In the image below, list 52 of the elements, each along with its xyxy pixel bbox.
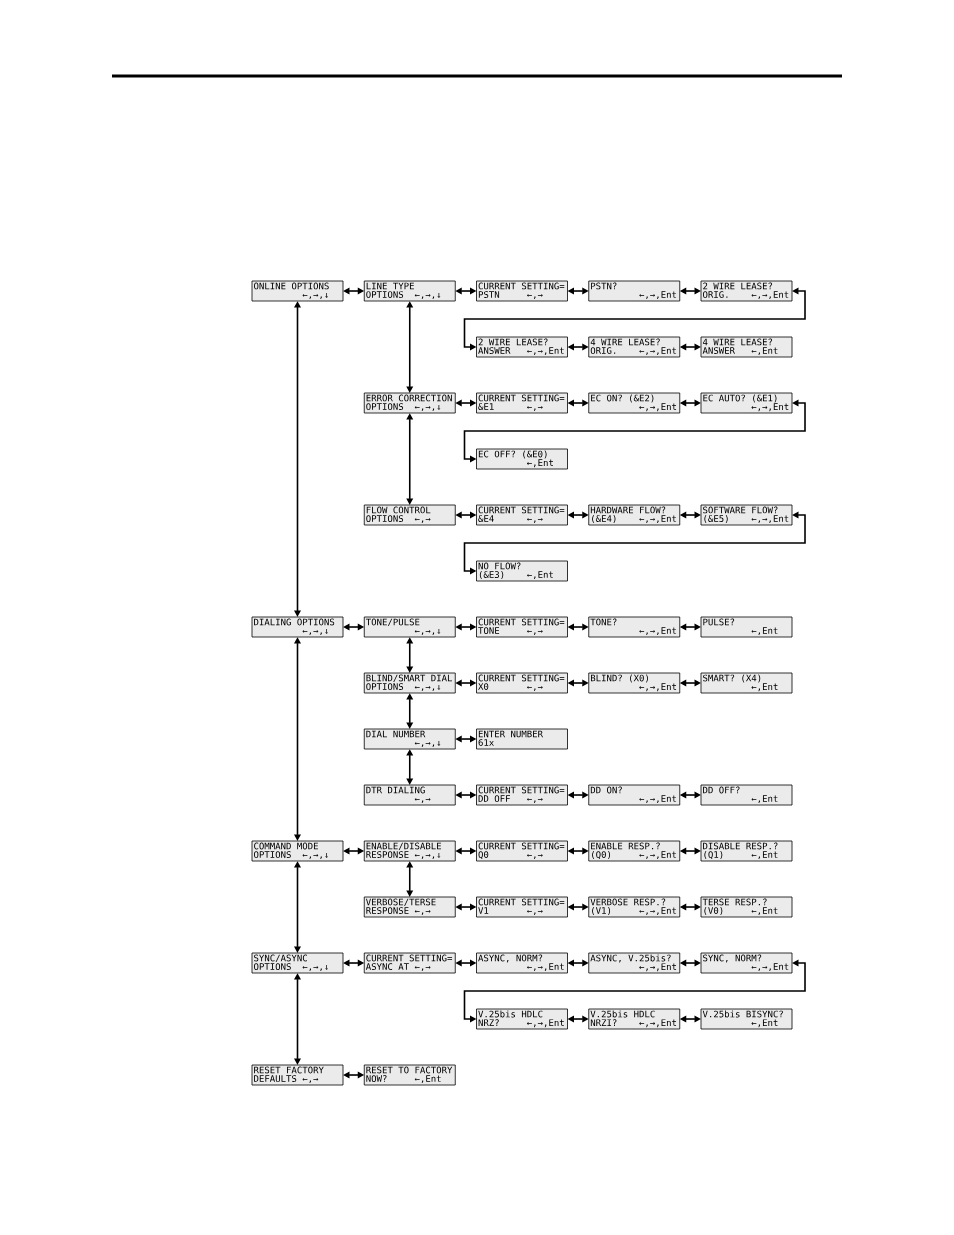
lcd-display: ASYNC, V.25bis? ←,→,Ent [588, 952, 681, 974]
lcd-display: 2 WIRE LEASE? ORIG. ←,→,Ent [700, 280, 793, 302]
lcd-display: CURRENT SETTING= ASYNC AT ←,→ [363, 952, 456, 974]
lcd-display: CURRENT SETTING= TONE ←,→ [476, 616, 568, 638]
lcd-display: PSTN? ←,→,Ent [588, 280, 681, 302]
lcd-display: CURRENT SETTING= &E1 ←,→ [476, 392, 568, 414]
lcd-display: DISABLE RESP.? (Q1) ←,Ent [700, 840, 793, 862]
lcd-display: RESET FACTORY DEFAULTS ←,→ [251, 1064, 344, 1086]
lcd-display: EC OFF? (&E0) ←,Ent [476, 448, 568, 470]
lcd-display: V.25bis HDLC NRZI? ←,→,Ent [588, 1008, 681, 1030]
lcd-display: VERBOSE/TERSE RESPONSE ←,→ [363, 896, 456, 918]
lcd-display: COMMAND MODE OPTIONS ←,→,↓ [251, 840, 344, 862]
lcd-display: ENTER NUMBER 61x [476, 728, 568, 750]
lcd-display: NO FLOW? (&E3) ←,Ent [476, 560, 568, 582]
lcd-display: V.25bis HDLC NRZ? ←,→,Ent [476, 1008, 568, 1030]
lcd-display: TONE? ←,→,Ent [588, 616, 681, 638]
lcd-display: ENABLE/DISABLE RESPONSE ←,→,↓ [363, 840, 456, 862]
lcd-display: 2 WIRE LEASE? ANSWER ←,→,Ent [476, 336, 568, 358]
lcd-display: ASYNC, NORM? ←,→,Ent [476, 952, 568, 974]
lcd-display: EC ON? (&E2) ←,→,Ent [588, 392, 681, 414]
lcd-display: SOFTWARE FLOW? (&E5) ←,→,Ent [700, 504, 793, 526]
lcd-display: PULSE? ←,Ent [700, 616, 793, 638]
lcd-display: ERROR CORRECTION OPTIONS ←,→,↓ [363, 392, 456, 414]
lcd-display: SMART? (X4) ←,Ent [700, 672, 793, 694]
lcd-display: CURRENT SETTING= X0 ←,→ [476, 672, 568, 694]
lcd-display: 4 WIRE LEASE? ANSWER ←,Ent [700, 336, 793, 358]
lcd-display: DIALING OPTIONS ←,→,↓ [251, 616, 344, 638]
lcd-display: CURRENT SETTING= Q0 ←,→ [476, 840, 568, 862]
lcd-display: CURRENT SETTING= PSTN ←,→ [476, 280, 568, 302]
lcd-display: RESET TO FACTORY NOW? ←,Ent [363, 1064, 456, 1086]
lcd-display: DIAL NUMBER ←,→,↓ [363, 728, 456, 750]
lcd-display: TERSE RESP.? (V0) ←,Ent [700, 896, 793, 918]
lcd-display: DD ON? ←,→,Ent [588, 784, 681, 806]
lcd-display: 4 WIRE LEASE? ORIG. ←,→,Ent [588, 336, 681, 358]
lcd-display: ONLINE OPTIONS ←,→,↓ [251, 280, 344, 302]
lcd-display: EC AUTO? (&E1) ←,→,Ent [700, 392, 793, 414]
lcd-display: SYNC/ASYNC OPTIONS ←,→,↓ [251, 952, 344, 974]
lcd-display: TONE/PULSE ←,→,↓ [363, 616, 456, 638]
lcd-display: BLIND/SMART DIAL OPTIONS ←,→,↓ [363, 672, 456, 694]
lcd-display: DD OFF? ←,Ent [700, 784, 793, 806]
lcd-display: V.25bis BISYNC? ←,Ent [700, 1008, 793, 1030]
lcd-display: LINE TYPE OPTIONS ←,→,↓ [363, 280, 456, 302]
lcd-display: BLIND? (X0) ←,→,Ent [588, 672, 681, 694]
lcd-display: HARDWARE FLOW? (&E4) ←,→,Ent [588, 504, 681, 526]
lcd-display: CURRENT SETTING= DD OFF ←,→ [476, 784, 568, 806]
lcd-display: FLOW CONTROL OPTIONS ←,→ [363, 504, 456, 526]
lcd-display: VERBOSE RESP.? (V1) ←,→,Ent [588, 896, 681, 918]
lcd-display: ENABLE RESP.? (Q0) ←,→,Ent [588, 840, 681, 862]
lcd-display: DTR DIALING ←,→ [363, 784, 456, 806]
lcd-display: SYNC, NORM? ←,→,Ent [700, 952, 793, 974]
lcd-display: CURRENT SETTING= V1 ←,→ [476, 896, 568, 918]
lcd-display: CURRENT SETTING= &E4 ←,→ [476, 504, 568, 526]
